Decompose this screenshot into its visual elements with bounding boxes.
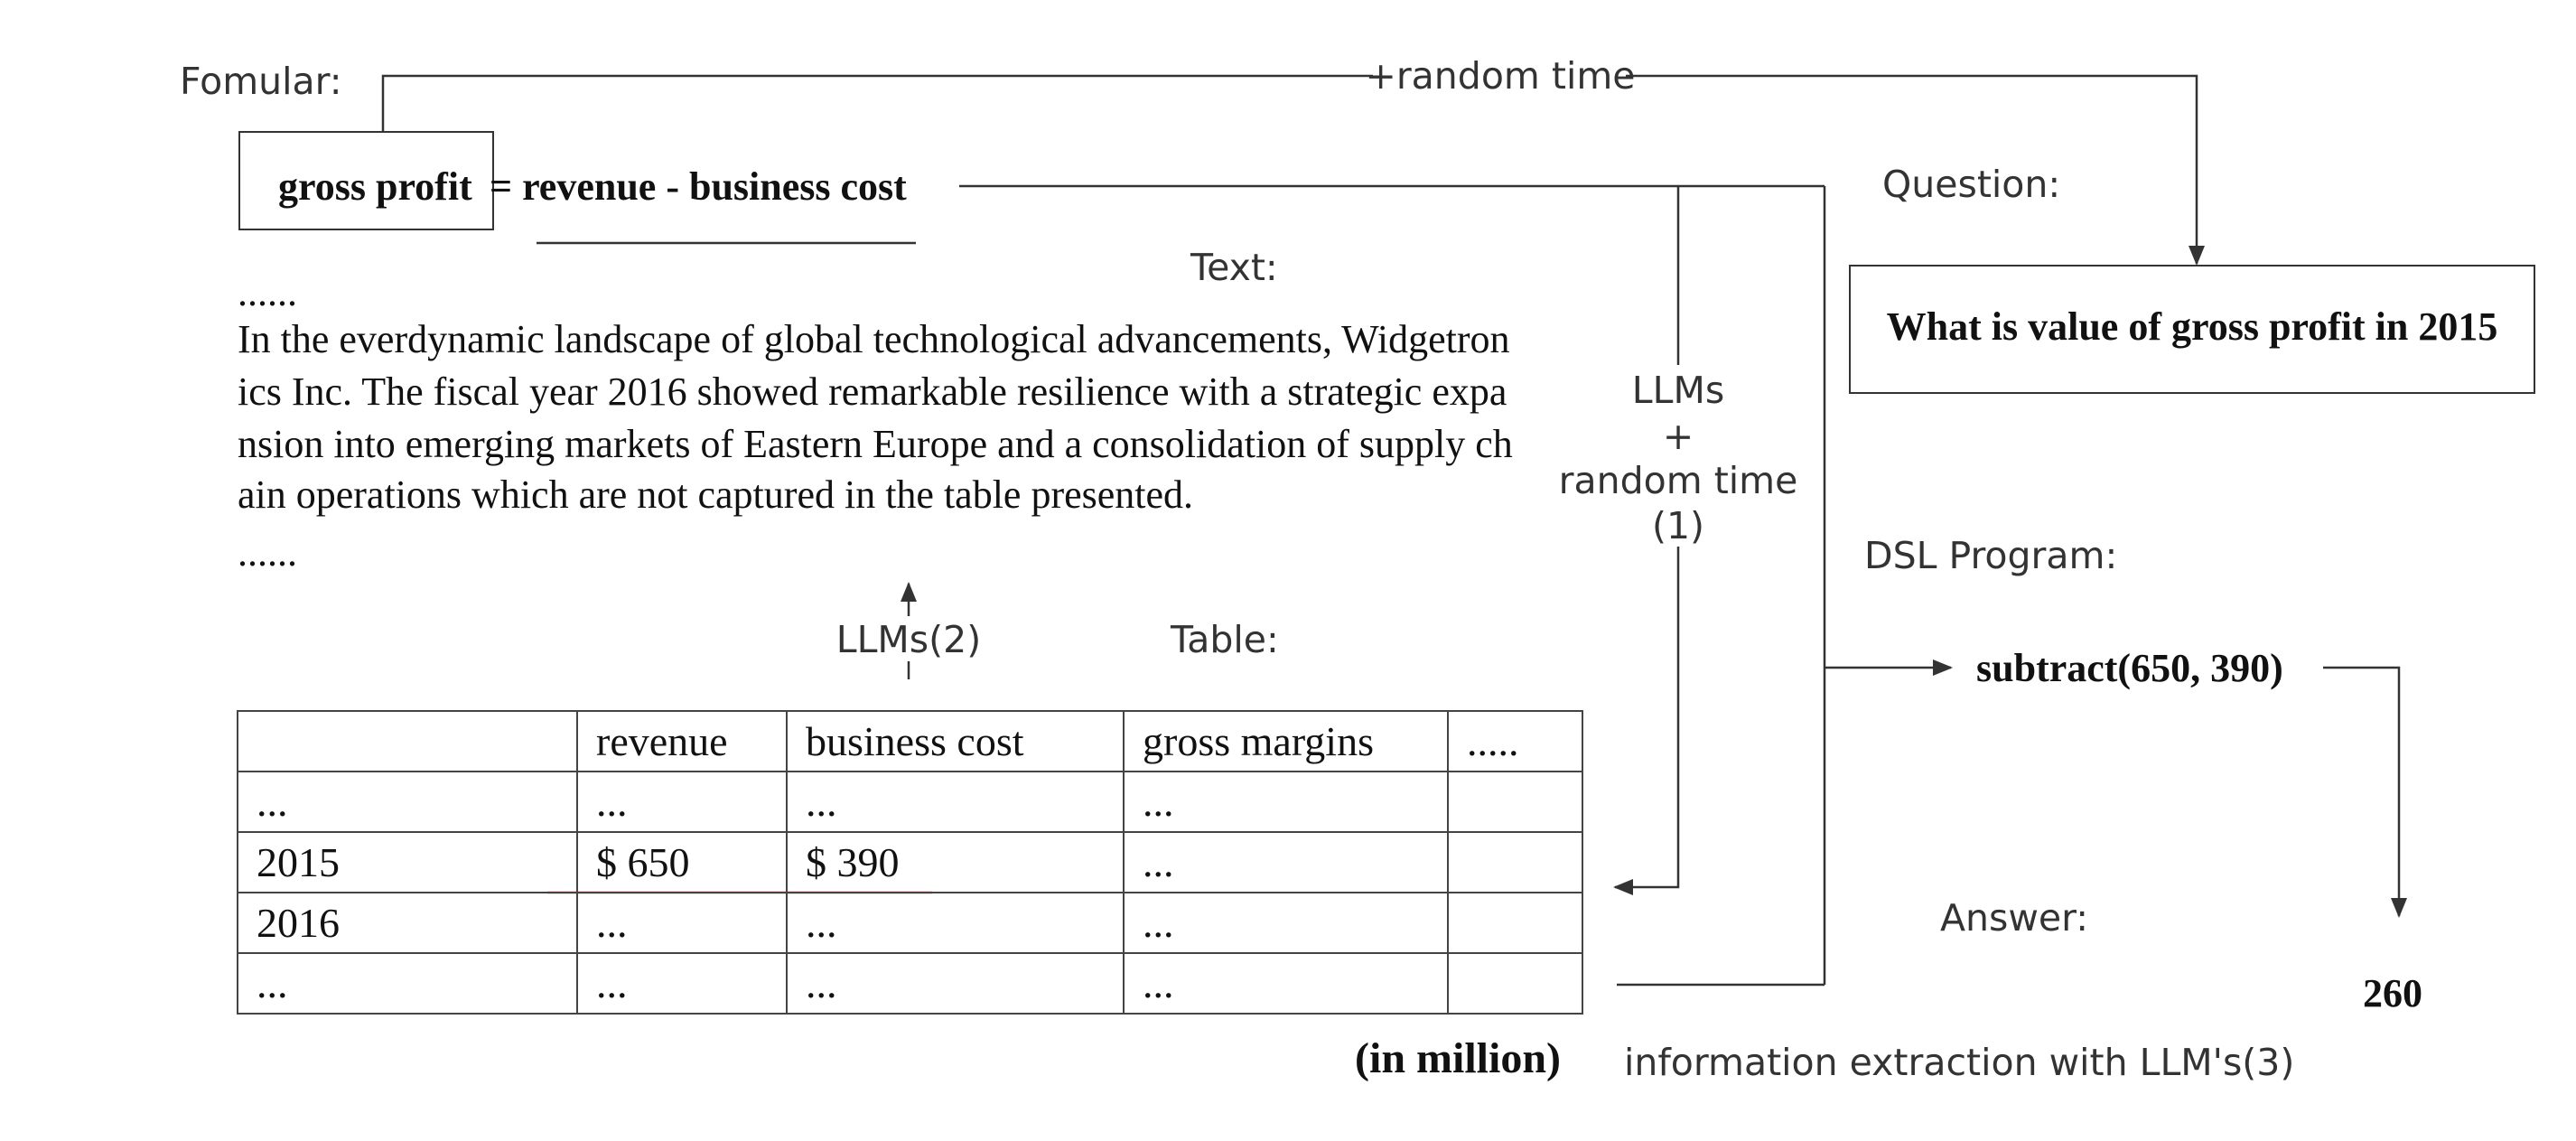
formula-label: Fomular: [180,60,342,103]
table-row: ... ... ... ... [237,771,1583,833]
table-cell: ... [786,771,1125,833]
table-cell: ... [576,892,788,954]
table-cell [1447,892,1583,954]
formula-rhs: = revenue - business cost [490,164,907,209]
text-ellipsis-top: ...... [238,270,297,314]
table-cell: ... [576,952,788,1015]
question-text: What is value of gross profit in 2015 [1886,304,2498,349]
table-cell: 2015 [237,831,578,893]
table-cell: 2016 [237,892,578,954]
text-label: Text: [1190,246,1278,289]
info-extraction-label: information extraction with LLM's(3) [1624,1041,2295,1084]
table-header-cell: business cost [786,710,1125,772]
llms1-label-line2: + [1662,415,1694,458]
text-line: ain operations which are not captured in… [238,472,1194,517]
table-cell [1447,831,1583,893]
table-header-cell: revenue [576,710,788,772]
table-cell [1447,952,1583,1015]
answer-value: 260 [2363,971,2422,1015]
dsl-program-label: DSL Program: [1864,534,2118,577]
table-row: 2016 ... ... ... [237,892,1583,954]
table-cell: ... [237,771,578,833]
table-cell: $ 650 [576,831,788,893]
text-line: In the everdynamic landscape of global t… [238,317,1510,361]
financial-table: revenue business cost gross margins ....… [237,710,1583,1015]
table-header-cell: gross margins [1123,710,1449,772]
formula-lhs: gross profit [278,164,472,209]
table-cell: ... [237,952,578,1015]
table-row: 2015 $ 650 $ 390 ... [237,831,1583,893]
dsl-answer-connector [2323,666,2407,918]
table-cell: ... [1123,771,1449,833]
table-cell: ... [786,892,1125,954]
dsl-program-text: subtract(650, 390) [1976,646,2283,690]
table-cell: ... [1123,831,1449,893]
formula-lhs-box [238,131,494,230]
table-cell: $ 390 [786,831,1125,893]
table-header-cell [237,710,578,772]
text-line: ics Inc. The fiscal year 2016 showed rem… [238,369,1507,414]
llms2-label: LLMs(2) [835,618,982,661]
table-cell: ... [786,952,1125,1015]
table-row: ... ... ... ... [237,952,1583,1015]
table-header-row: revenue business cost gross margins ....… [237,710,1583,772]
table-cell: ... [576,771,788,833]
table-label: Table: [1171,618,1279,661]
table-cell [1447,771,1583,833]
table-cell: ... [1123,952,1449,1015]
llms1-label-line4: (1) [1651,504,1705,547]
random-time-connector [381,74,2197,264]
llms1-label-line3: random time [1558,459,1798,502]
text-line: nsion into emerging markets of Eastern E… [238,422,1513,466]
question-box [1849,265,2535,394]
llms1-label-line1: LLMs [1631,369,1725,412]
random-time-label: +random time [1365,54,1636,98]
question-label: Question: [1882,163,2061,206]
llms1-connector [1615,186,1680,887]
text-ellipsis-bottom: ...... [238,530,297,575]
table-cell: ... [1123,892,1449,954]
unit-label: (in million) [1355,1034,1562,1082]
text-passage: In the everdynamic landscape of global t… [238,316,1574,524]
table-header-cell: ..... [1447,710,1583,772]
answer-label: Answer: [1940,896,2089,940]
